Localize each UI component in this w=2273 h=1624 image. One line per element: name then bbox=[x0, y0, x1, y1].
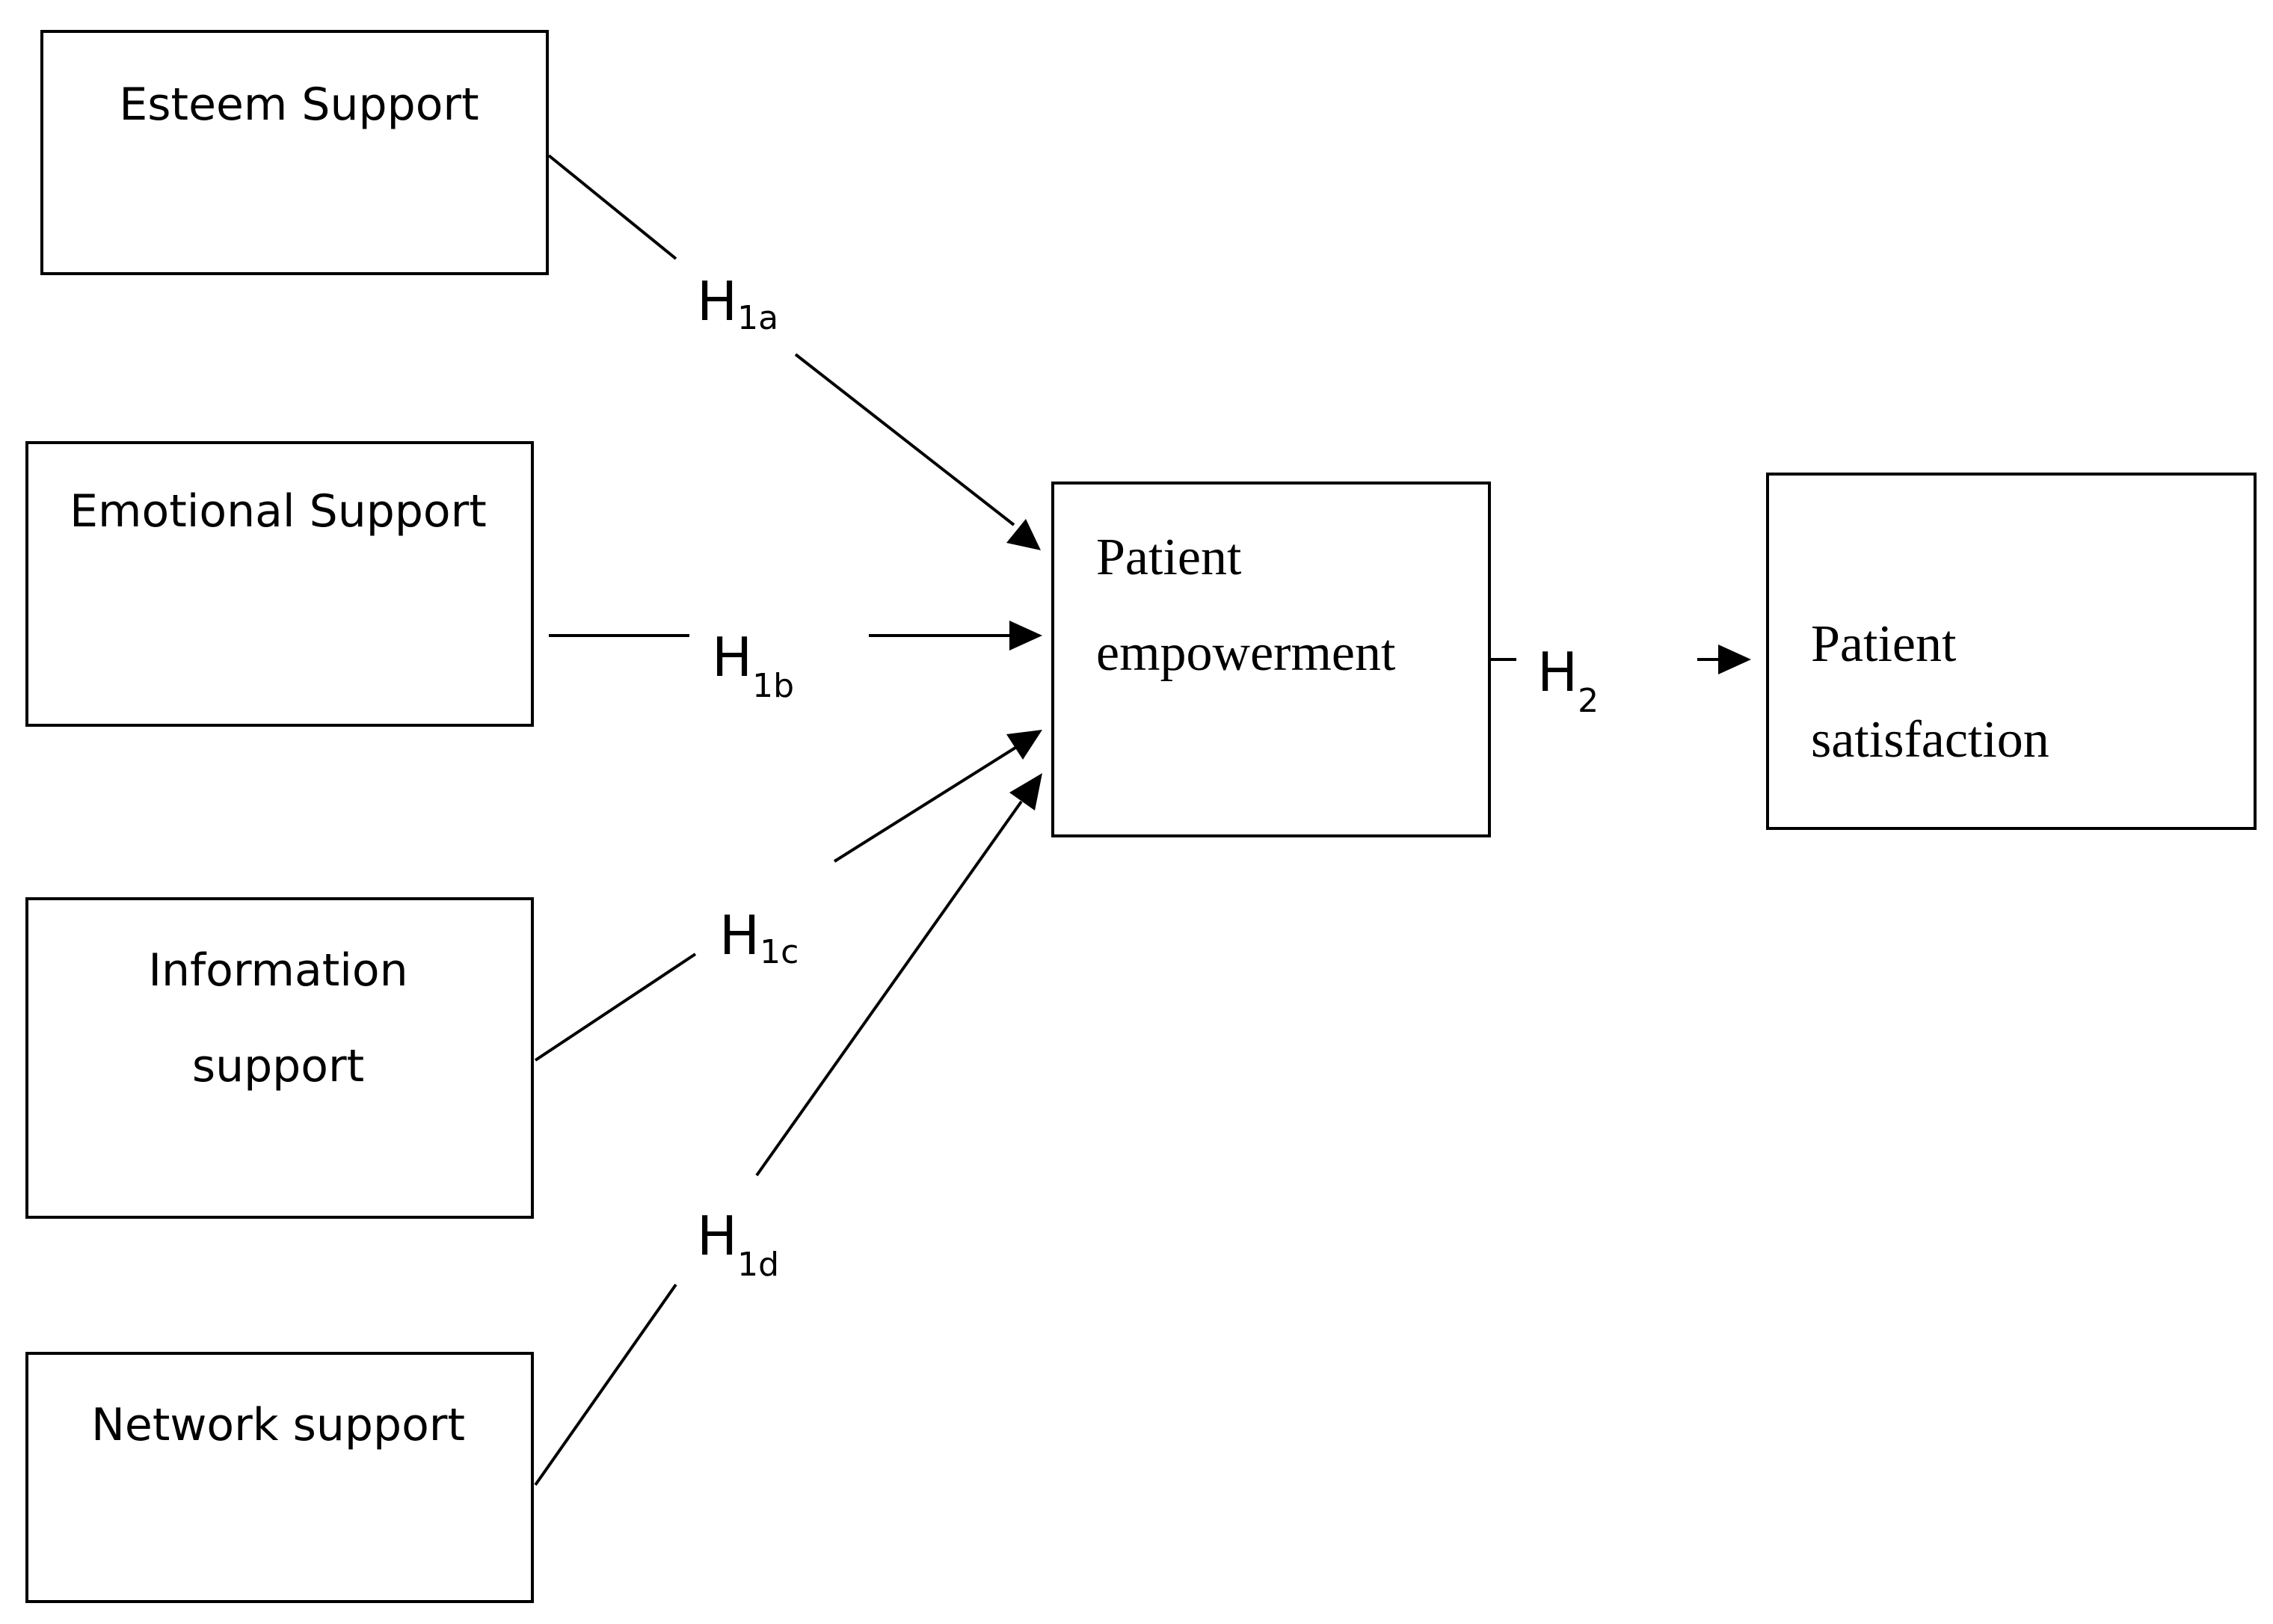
information-support-label-line1: Information bbox=[148, 944, 407, 997]
h1c-label: H1c bbox=[719, 904, 799, 971]
h1a-edge-segment-1 bbox=[547, 154, 677, 260]
h1b-label: H1b bbox=[712, 626, 794, 705]
esteem-support-label: Esteem Support bbox=[119, 79, 479, 131]
patient-satisfaction-box bbox=[1766, 473, 2257, 830]
emotional-support-label: Emotional Support bbox=[70, 485, 487, 538]
h2-label: H2 bbox=[1537, 641, 1599, 720]
h1b-arrowhead bbox=[1009, 621, 1042, 650]
h1d-edge-segment-2 bbox=[755, 800, 1023, 1177]
patient-satisfaction-label-line1: Patient bbox=[1811, 615, 1957, 673]
h1a-arrowhead bbox=[1006, 519, 1041, 550]
h2-arrowhead bbox=[1718, 645, 1751, 674]
information-support-box bbox=[25, 897, 534, 1219]
h1d-arrowhead bbox=[1009, 773, 1042, 811]
h1d-edge-segment-1 bbox=[534, 1283, 677, 1486]
patient-satisfaction-label-line2: satisfaction bbox=[1811, 711, 2049, 769]
patient-empowerment-box bbox=[1051, 482, 1491, 837]
information-support-label-line2: support bbox=[192, 1040, 364, 1092]
emotional-support-box bbox=[25, 441, 534, 727]
esteem-support-box bbox=[40, 30, 549, 275]
h1c-edge-segment-2 bbox=[833, 746, 1017, 863]
network-support-box bbox=[25, 1352, 534, 1603]
h1d-label: H1d bbox=[697, 1205, 779, 1284]
h1c-edge-segment-1 bbox=[534, 953, 697, 1062]
patient-empowerment-label-line2: empowerment bbox=[1096, 624, 1396, 682]
network-support-label: Network support bbox=[91, 1399, 465, 1451]
h1a-edge-segment-2 bbox=[794, 353, 1015, 526]
h1a-label: H1a bbox=[697, 270, 778, 337]
h1c-arrowhead bbox=[1006, 730, 1042, 760]
patient-empowerment-label-line1: Patient bbox=[1096, 529, 1242, 586]
